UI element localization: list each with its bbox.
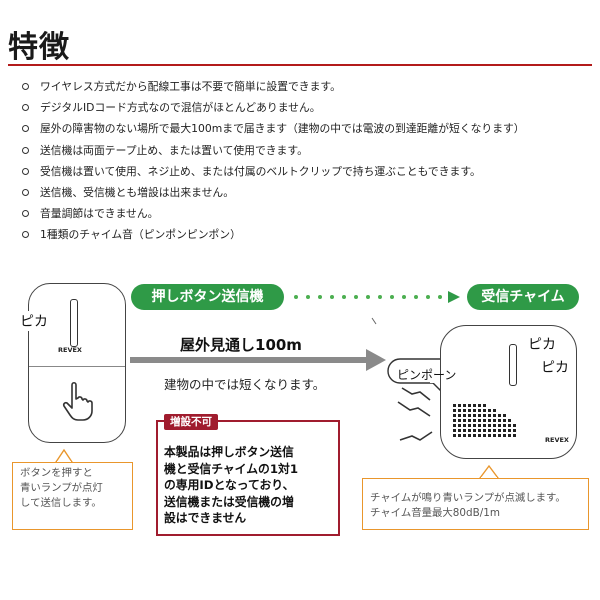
speaker-grille-icon (453, 404, 516, 437)
bullet-icon (22, 83, 29, 90)
note-line: 青いランプが点灯 (20, 482, 103, 494)
flash-label-receiver-2: ピカ (541, 360, 569, 376)
feature-item: 屋外の障害物のない場所で最大100mまで届きます（建物の中では電波の到達距離が短… (22, 118, 598, 139)
receiver-pill: 受信チャイム (467, 284, 579, 310)
bullet-icon (22, 231, 29, 239)
feature-item: 音量調節はできません。 (22, 203, 598, 224)
hand-pointer-icon (62, 381, 93, 421)
bullet-icon (22, 167, 29, 175)
flash-label-transmitter: ピカ (18, 311, 50, 331)
bullet-icon (22, 146, 29, 154)
bullet-icon (22, 125, 29, 133)
receiver-device: REVEX (440, 325, 577, 459)
title-underline (8, 64, 592, 66)
receiver-note-text: チャイムが鳴り青いランプが点滅します。 チャイム音量最大80dB/1m (370, 491, 584, 521)
restriction-text: 本製品は押しボタン送信 機と受信チャイムの1対1 の専用IDとなっており、 送信… (164, 444, 334, 527)
page-title: 特徴 (8, 30, 70, 65)
bullet-icon (22, 210, 29, 218)
dotted-arrow (294, 291, 460, 303)
feature-list: ワイヤレス方式だから配線工事は不要で簡単に設置できます。 デジタルIDコード方式… (22, 76, 598, 246)
transmitter-note-box (12, 462, 133, 530)
bullet-icon (22, 188, 29, 196)
feature-item: ワイヤレス方式だから配線工事は不要で簡単に設置できます。 (22, 76, 598, 97)
restriction-line: の専用IDとなっており、 (164, 478, 295, 492)
chime-sound-text: ピンポーン (397, 368, 457, 382)
feature-item: 1種類のチャイム音（ピンポンピンポン） (22, 224, 598, 245)
note-line: チャイム音量最大80dB/1m (370, 507, 500, 519)
feature-item: 受信機は置いて使用、ネジ止め、または付属のベルトクリップで持ち運ぶこともできます… (22, 161, 598, 182)
restriction-line: 本製品は押しボタン送信 (164, 445, 294, 459)
restriction-badge: 増設不可 (164, 414, 218, 430)
bullet-icon (22, 104, 29, 112)
restriction-line: 機と受信チャイムの1対1 (164, 461, 299, 476)
sound-wave-icon (397, 387, 433, 441)
receiver-lamp (509, 344, 517, 386)
restriction-line: 送信機または受信機の増 (164, 494, 294, 509)
transmitter-pill: 押しボタン送信機 (131, 284, 284, 310)
transmitter-divider (29, 366, 125, 368)
restriction-line: 設はできません (164, 511, 247, 525)
flash-label-receiver-1: ピカ (528, 337, 556, 353)
restriction-box (156, 420, 340, 536)
transmitter-note-text: ボタンを押すと 青いランプが点灯 して送信します。 (20, 466, 125, 511)
transmitter-device: REVEX (28, 283, 126, 443)
note-line: して送信します。 (20, 497, 102, 509)
range-arrow (130, 349, 386, 371)
receiver-note-box (362, 478, 589, 530)
feature-item: 送信機、受信機とも増設は出来ません。 (22, 182, 598, 203)
receiver-brand: REVEX (545, 436, 569, 444)
transmitter-brand: REVEX (58, 346, 82, 354)
feature-item: 送信機は両面テープ止め、または置いて使用できます。 (22, 140, 598, 161)
note-line: チャイムが鳴り青いランプが点滅します。 (370, 492, 566, 504)
indoor-range-note: 建物の中では短くなります。 (164, 377, 326, 392)
range-label: 屋外見通し100m (180, 336, 302, 354)
feature-item: デジタルIDコード方式なので混信がほとんどありません。 (22, 97, 598, 118)
transmitter-lamp (70, 299, 78, 347)
note-line: ボタンを押すと (20, 467, 93, 479)
